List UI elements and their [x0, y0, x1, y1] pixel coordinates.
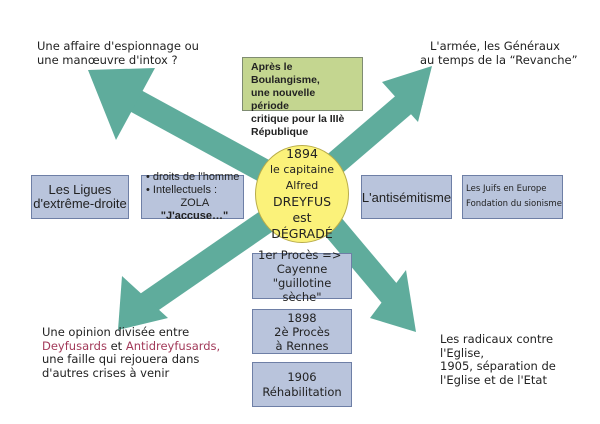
text-line: l'Eglise et de l'Etat [440, 372, 547, 387]
text-line: 1906 [287, 369, 317, 384]
text-line: Les Juifs en Europe [466, 184, 547, 194]
text-line: L'antisémitisme [361, 189, 452, 205]
text-line: Deyfusards et Antidreyfusards, [42, 338, 221, 354]
text-line: une nouvelle période [251, 87, 316, 112]
antidreyfusards-label: Antidreyfusards, [125, 338, 221, 353]
text-line: • Intellectuels : [146, 184, 218, 196]
juifs-box: Les Juifs en Europe Fondation du sionism… [462, 175, 563, 219]
text-line: critique pour la IIIè [251, 113, 345, 125]
text-line: à Rennes [275, 338, 329, 353]
text-line: d'autres crises à venir [42, 365, 170, 380]
text-line: d'extrême-droite [33, 196, 127, 211]
text-line: DREYFUS [272, 194, 332, 209]
dreyfusards-box: • droits de l'homme • Intellectuels : ZO… [141, 171, 244, 222]
zola: ZOLA [180, 197, 209, 209]
text-line: Les radicaux contre [440, 332, 554, 346]
text-line: Après le Boulangisme, [251, 61, 320, 86]
arrow-sw-head [118, 276, 168, 330]
text-line: Une affaire d'espionnage ou [37, 39, 199, 53]
text-line: République [251, 126, 309, 138]
timeline-box-3: 1906 Réhabilitation [252, 362, 352, 407]
text-line: une faille qui rejouera dans [42, 352, 200, 366]
ligues-box: Les Ligues d'extrême-droite [31, 175, 129, 219]
text-line: est [292, 210, 312, 225]
text-line: une manœuvre d'intox ? [37, 52, 178, 67]
j-accuse: "J'accuse…" [160, 210, 229, 222]
text-line: 1898 [287, 310, 317, 325]
text-line: Réhabilitation [262, 384, 342, 399]
text-line: Fondation du sionisme [466, 199, 562, 209]
dreyfusards-label: Deyfusards [42, 338, 107, 353]
arrow-se-head [370, 270, 416, 332]
text-line: L'armée, les Généraux [430, 39, 560, 53]
top-right-army: L'armée, les Généraux au temps de la “Re… [420, 39, 578, 67]
et: et [106, 338, 126, 353]
zola-line: ZOLA "J'accuse…" [146, 197, 243, 223]
top-left-question: Une affaire d'espionnage ou une manœuvre… [37, 39, 199, 67]
central-event-circle: 1894 le capitaine Alfred DREYFUS est DÉG… [255, 145, 349, 243]
bottom-left-opinion: Une opinion divisée entre Deyfusards et … [42, 325, 221, 380]
text-line: Une opinion divisée entre [42, 325, 190, 339]
text-line: l'Eglise, [440, 345, 485, 360]
text-line: 1905, séparation de [440, 359, 556, 373]
text-line: le capitaine Alfred [270, 163, 334, 192]
antisemitisme-box: L'antisémitisme [361, 175, 452, 219]
text-line: "guillotine sèche" [272, 276, 332, 304]
arrow-nw-head [88, 68, 155, 140]
arrow-ne-head [382, 66, 432, 122]
bottom-right-radicals: Les radicaux contre l'Eglise, 1905, sépa… [440, 332, 556, 387]
context-box: Après le Boulangisme, une nouvelle pério… [242, 57, 363, 138]
text-line: Cayenne [276, 262, 328, 276]
timeline-box-2: 1898 2è Procès à Rennes [252, 309, 352, 354]
year: 1894 [286, 146, 318, 161]
text-line: 1er Procès => [258, 248, 342, 262]
timeline-box-1: 1er Procès => Cayenne "guillotine sèche" [252, 248, 352, 304]
text-line: • droits de l'homme [146, 171, 240, 183]
text-line: 2è Procès [274, 324, 330, 339]
text-line: Les Ligues [48, 182, 112, 197]
text-line: DÉGRADÉ [271, 226, 333, 241]
text-line: au temps de la “Revanche” [420, 52, 578, 67]
